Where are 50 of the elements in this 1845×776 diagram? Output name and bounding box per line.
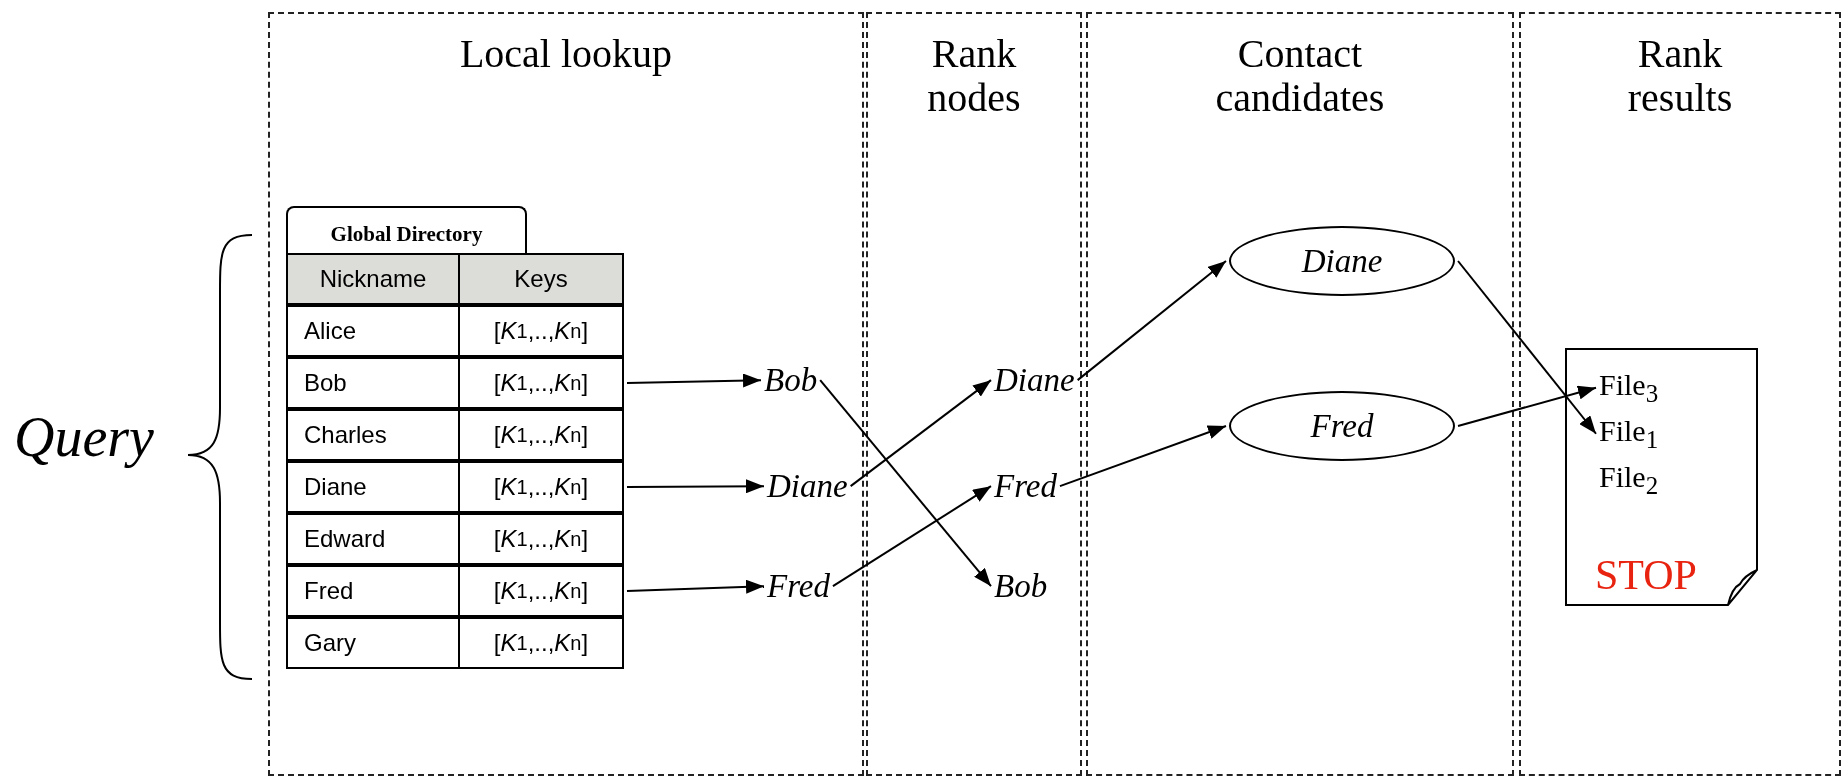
file-name: File$_{1}$ <box>1599 414 1659 454</box>
node-name: Fred <box>994 468 1057 505</box>
table-cell: Charles <box>288 411 460 459</box>
lane-title: Rank nodes <box>926 32 1022 120</box>
query-label: Query <box>14 405 154 469</box>
node-name: Diane <box>767 468 848 505</box>
swimlane <box>268 12 864 776</box>
table-row <box>286 253 624 305</box>
node-name: Fred <box>767 568 830 605</box>
arrow <box>1076 260 1227 382</box>
arrow <box>626 479 765 494</box>
arrow <box>831 485 992 588</box>
table-cell: Fred <box>288 567 460 615</box>
arrow <box>819 379 992 588</box>
ellipse-node: Fred <box>1229 391 1455 461</box>
arrow <box>626 373 762 388</box>
swimlane <box>1519 12 1841 776</box>
ellipse-node: Diane <box>1229 226 1455 296</box>
table-cell: Nickname <box>288 255 460 303</box>
directory-table <box>286 206 624 666</box>
table-cell: Alice <box>288 307 460 355</box>
document-shape <box>1565 348 1758 606</box>
node-name: Bob <box>764 362 818 399</box>
folder-tab: Global Directory <box>286 206 527 253</box>
table-cell: Edward <box>288 515 460 563</box>
arrow <box>626 579 765 594</box>
table-row <box>286 409 624 461</box>
swimlane <box>1086 12 1514 776</box>
swimlane <box>866 12 1082 776</box>
table-cell: Diane <box>288 463 460 511</box>
table-row <box>286 565 624 617</box>
lane-title: Contact candidates <box>1214 32 1386 120</box>
node-name: Diane <box>994 362 1075 399</box>
table-row <box>286 617 624 669</box>
lane-title: Local lookup <box>458 32 674 76</box>
arrow <box>1457 385 1597 427</box>
lane-title: Rank results <box>1626 32 1734 120</box>
table-row <box>286 357 624 409</box>
file-name: File$_{3}$ <box>1599 368 1659 408</box>
arrow <box>1457 260 1597 435</box>
stop-label: STOP <box>1595 554 1697 596</box>
table-cell-text: Keys <box>513 264 569 294</box>
table-row <box>286 513 624 565</box>
table-row <box>286 461 624 513</box>
table-cell: Gary <box>288 619 460 667</box>
table-row <box>286 305 624 357</box>
table-cell: Bob <box>288 359 460 407</box>
node-name: Bob <box>994 568 1048 605</box>
file-name: File$_{2}$ <box>1599 460 1659 500</box>
arrow <box>849 379 992 488</box>
